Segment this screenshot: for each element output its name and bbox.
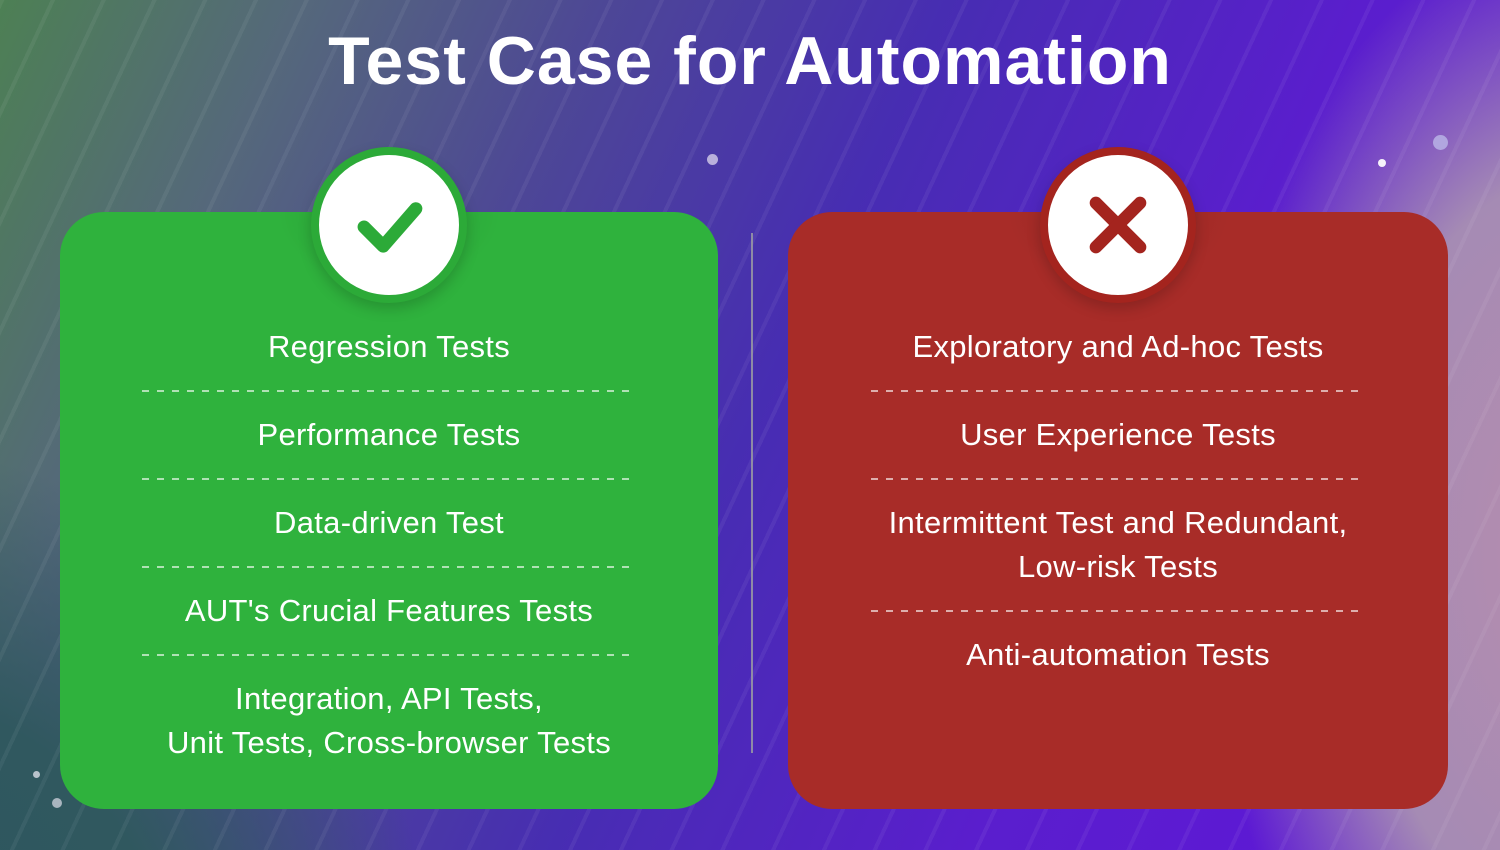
unsuitable-tests-list: Exploratory and Ad-hoc Tests User Experi… (788, 212, 1448, 677)
dashed-separator (870, 478, 1366, 480)
check-badge (311, 147, 467, 303)
dashed-separator (142, 390, 636, 392)
list-item: Anti-automation Tests (966, 637, 1270, 672)
cross-badge (1040, 147, 1196, 303)
automation-unsuitable-card: Exploratory and Ad-hoc Tests User Experi… (788, 147, 1448, 809)
dashed-separator (142, 566, 636, 568)
suitable-tests-list: Regression Tests Performance Tests Data-… (60, 212, 718, 765)
list-item: Regression Tests (60, 325, 718, 369)
dashed-separator (870, 390, 1366, 392)
decor-dot-lavender-2 (1433, 135, 1448, 150)
list-item: Exploratory and Ad-hoc Tests (912, 329, 1324, 364)
dashed-separator (142, 478, 636, 480)
vertical-divider (751, 233, 753, 753)
automation-suitable-card: Regression Tests Performance Tests Data-… (60, 147, 718, 809)
list-item: Performance Tests (257, 417, 521, 452)
dashed-separator (142, 654, 636, 656)
decor-dot-gray-1 (33, 771, 40, 778)
list-item: Data-driven Test (274, 505, 504, 540)
list-item: Intermittent Test and Redundant, Low-ris… (888, 505, 1348, 584)
dashed-separator (870, 610, 1366, 612)
check-icon (357, 202, 423, 253)
list-item: User Experience Tests (960, 417, 1276, 452)
page-title: Test Case for Automation (328, 23, 1172, 99)
cross-icon (1089, 196, 1147, 254)
list-item: AUT's Crucial Features Tests (184, 593, 594, 628)
list-item: Integration, API Tests, Unit Tests, Cros… (167, 681, 611, 760)
decor-dot-white (1378, 159, 1386, 167)
decor-dot-gray-2 (52, 798, 62, 808)
decor-dot-lavender-1 (707, 154, 718, 165)
